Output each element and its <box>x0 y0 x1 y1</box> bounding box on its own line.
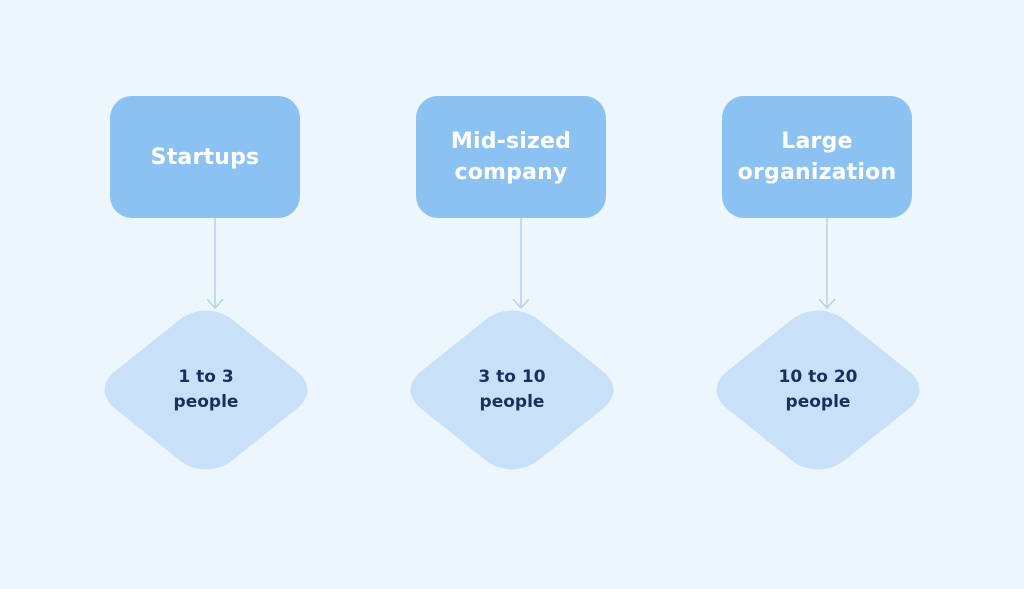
category-box-mid-sized-company: Mid-sized company <box>416 96 606 218</box>
column-mid-sized-company: Mid-sized company 3 to 10 people <box>391 0 631 589</box>
team-size-label-mid-sized-company: 3 to 10 people <box>478 367 546 412</box>
category-label-mid-sized-company: Mid-sized company <box>450 129 572 185</box>
diamond-mid-sized-company: 3 to 10 people <box>406 310 618 470</box>
category-box-large-organization: Large organization <box>722 96 912 218</box>
team-size-label-large-organization: 10 to 20 people <box>778 367 858 412</box>
diamond-startups: 1 to 3 people <box>100 310 312 470</box>
category-label-large-organization: Large organization <box>737 129 897 185</box>
diamond-shape-large-organization <box>716 310 920 470</box>
diamond-shape-mid-sized-company <box>410 310 614 470</box>
diamond-large-organization: 10 to 20 people <box>712 310 924 470</box>
team-size-label-startups: 1 to 3 people <box>173 367 239 412</box>
category-box-startups: Startups <box>110 96 300 218</box>
column-large-organization: Large organization 10 to 20 people <box>697 0 937 589</box>
diamond-shape-startups <box>104 310 308 470</box>
category-label-startups: Startups <box>150 144 260 170</box>
connector-arrow <box>818 218 836 309</box>
column-startups: Startups 1 to 3 people <box>85 0 325 589</box>
connector-arrow <box>512 218 530 309</box>
connector-arrow <box>206 218 224 309</box>
